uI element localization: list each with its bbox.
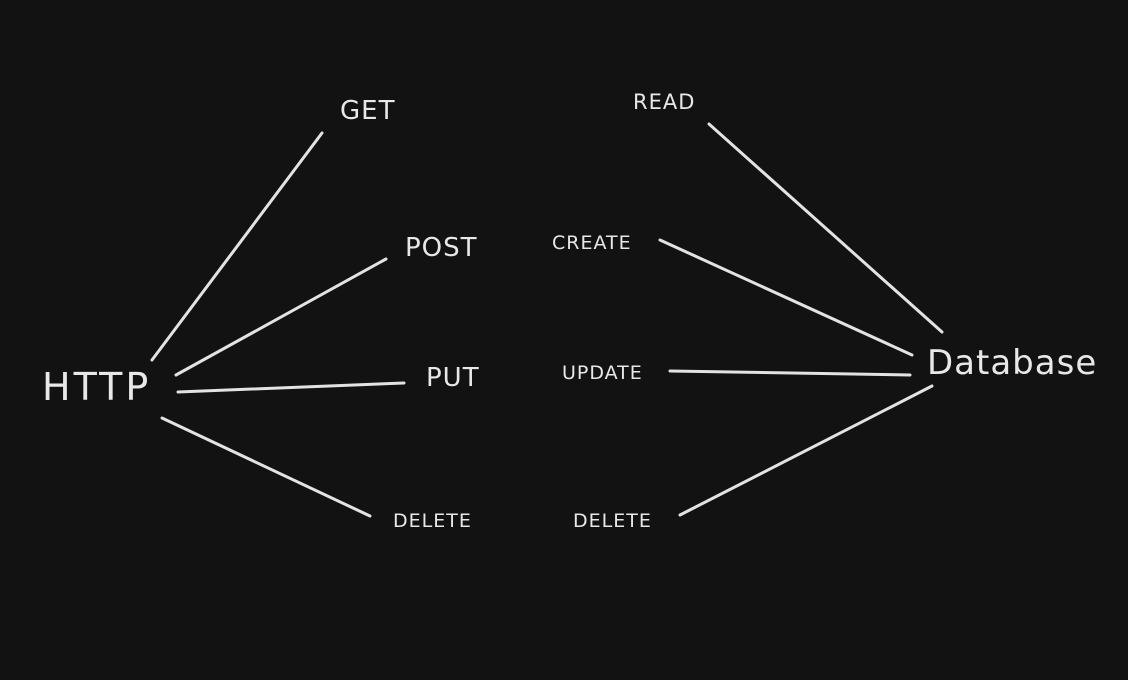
operation-create-label: CREATE bbox=[552, 232, 632, 254]
edge-db-read bbox=[707, 122, 944, 334]
edge-db-delete bbox=[678, 384, 934, 517]
operation-read-label: READ bbox=[633, 90, 696, 114]
method-post-label: POST bbox=[405, 233, 478, 263]
operation-delete-label: DELETE bbox=[573, 510, 652, 532]
database-hub-label: Database bbox=[927, 343, 1098, 383]
edge-http-delete bbox=[160, 416, 372, 518]
method-get-label: GET bbox=[340, 96, 396, 126]
edge-http-post bbox=[174, 257, 388, 377]
edge-db-create bbox=[658, 238, 914, 357]
edge-http-get bbox=[150, 131, 324, 362]
http-hub-label: HTTP bbox=[42, 365, 152, 409]
edge-http-put bbox=[176, 381, 406, 394]
operation-update-label: UPDATE bbox=[562, 362, 643, 384]
edge-db-update bbox=[668, 369, 912, 377]
method-delete-label: DELETE bbox=[393, 510, 472, 532]
method-put-label: PUT bbox=[426, 363, 480, 393]
